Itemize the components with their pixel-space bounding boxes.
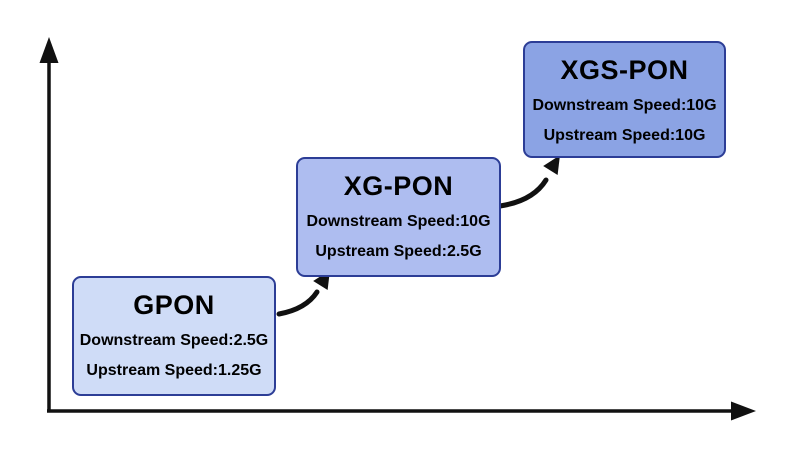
node-xgs-pon-title: XGS-PON <box>560 55 689 85</box>
curved-arrow-xgpon-to-xgspon-icon <box>497 155 560 209</box>
node-gpon: GPON Downstream Speed:2.5G Upstream Spee… <box>72 276 276 396</box>
node-xgs-pon: XGS-PON Downstream Speed:10G Upstream Sp… <box>523 41 726 158</box>
node-gpon-upstream-speed: Upstream Speed:1.25G <box>86 362 262 379</box>
node-xg-pon-title: XG-PON <box>343 171 454 201</box>
y-axis-arrowhead-icon <box>39 37 59 63</box>
node-gpon-title: GPON <box>133 290 215 320</box>
node-xg-pon: XG-PON Downstream Speed:10G Upstream Spe… <box>296 157 501 277</box>
node-xgs-pon-downstream-speed: Downstream Speed:10G <box>532 97 717 114</box>
node-xg-pon-downstream-speed: Downstream Speed:10G <box>306 213 491 230</box>
node-gpon-downstream-speed: Downstream Speed:2.5G <box>79 332 269 349</box>
node-xg-pon-upstream-speed: Upstream Speed:2.5G <box>315 243 482 260</box>
node-xgs-pon-upstream-speed: Upstream Speed:10G <box>543 127 706 144</box>
x-axis-arrowhead-icon <box>731 401 756 421</box>
